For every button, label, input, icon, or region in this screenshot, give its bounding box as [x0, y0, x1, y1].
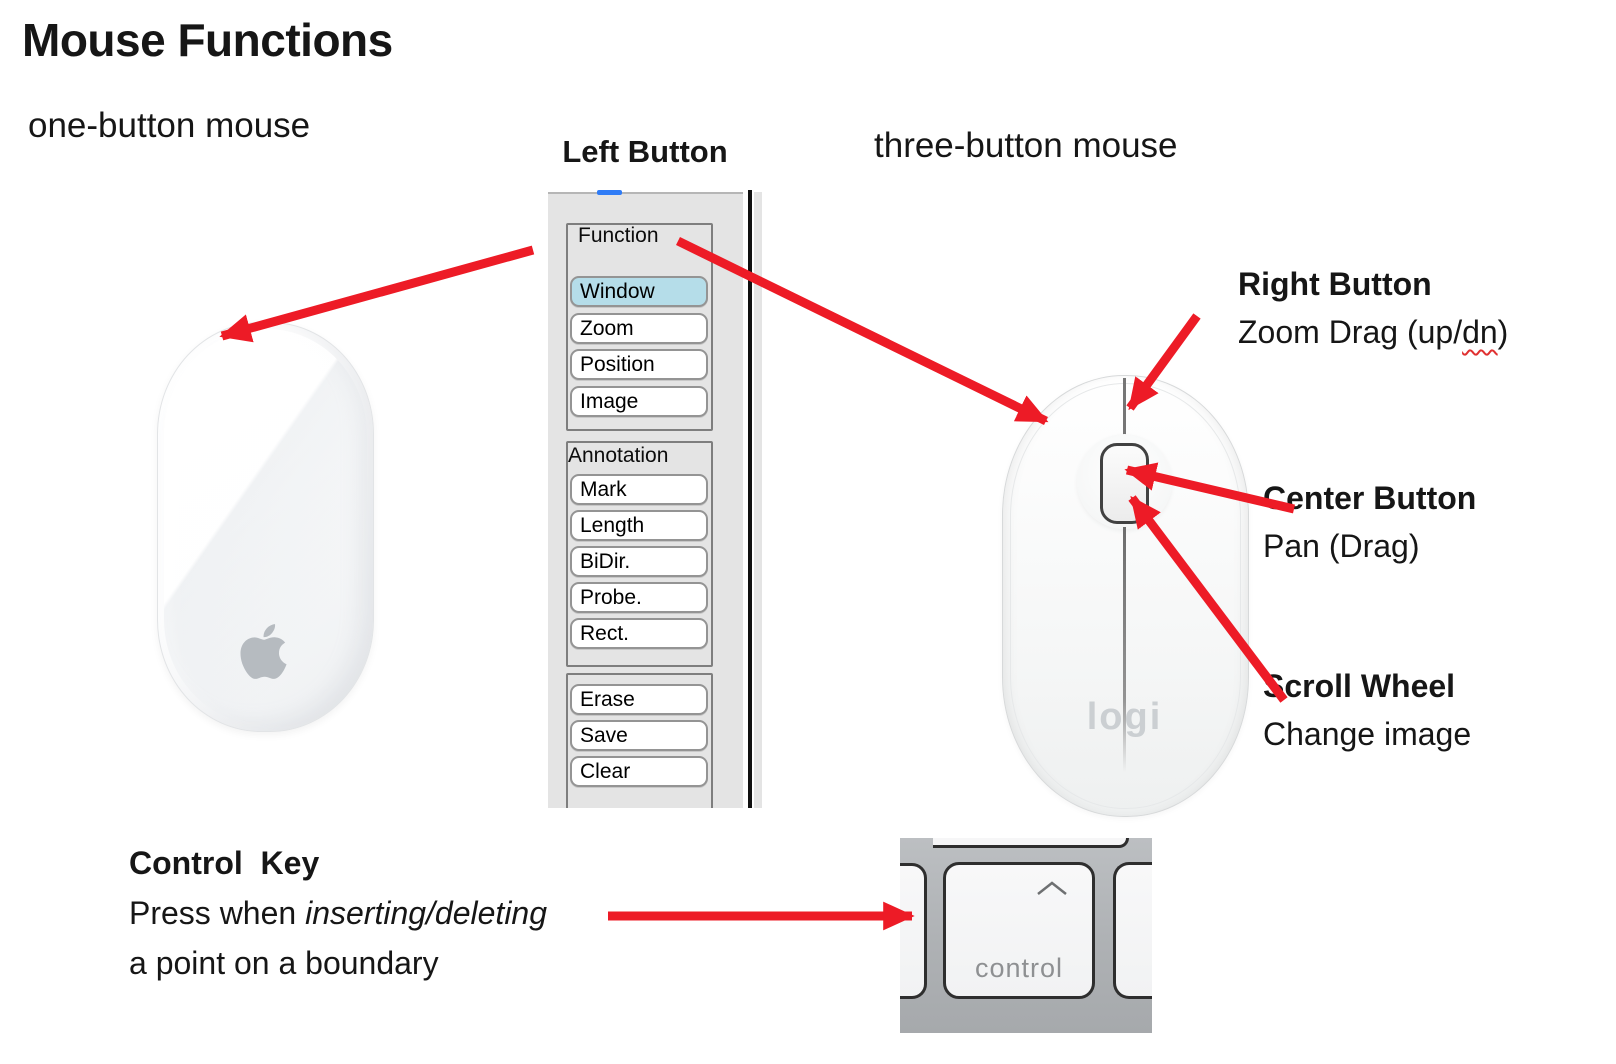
partial-key-above [933, 838, 1129, 848]
panel-button-save[interactable]: Save [570, 720, 708, 751]
panel-button-zoom[interactable]: Zoom [570, 313, 708, 344]
control-key-desc-line1: Press when inserting/deleting [129, 895, 548, 931]
center-button-desc: Pan (Drag) [1263, 528, 1420, 564]
annotation-groupbox [566, 441, 713, 667]
panel-button-position[interactable]: Position [570, 349, 708, 380]
scroll-wheel-callout: Scroll Wheel Change image [1263, 662, 1471, 758]
mouse-button-split-line [1123, 378, 1126, 436]
three-button-mouse-label: three-button mouse [874, 126, 1178, 165]
control-key-title: Control Key [129, 845, 320, 881]
function-panel: Function Annotation Window Zoom Position… [548, 192, 743, 808]
one-button-mouse-label: one-button mouse [28, 106, 311, 145]
panel-button-erase[interactable]: Erase [570, 684, 708, 715]
center-button-callout: Center Button Pan (Drag) [1263, 474, 1476, 570]
control-key-callout: Control Key Press when inserting/deletin… [129, 838, 547, 988]
panel-button-image[interactable]: Image [570, 386, 708, 417]
right-button-callout: Right Button Zoom Drag (up/dn) [1238, 260, 1508, 356]
scrollbar-thumb[interactable] [597, 190, 622, 195]
annotation-group-label: Annotation [568, 444, 669, 467]
left-button-label: Left Button [562, 134, 728, 169]
function-group-label: Function [578, 224, 659, 247]
panel-button-probe[interactable]: Probe. [570, 582, 708, 613]
control-key[interactable]: control [943, 862, 1095, 999]
partial-key-left [900, 863, 927, 999]
panel-button-bidir[interactable]: BiDir. [570, 546, 708, 577]
italic-phrase: inserting/deleting [305, 895, 548, 931]
window-divider-line [748, 190, 752, 808]
right-button-desc: Zoom Drag (up/dn) [1238, 314, 1509, 350]
panel-button-window[interactable]: Window [570, 276, 708, 307]
spellcheck-flagged-word: dn [1462, 314, 1498, 350]
scroll-wheel-desc: Change image [1263, 716, 1472, 752]
actions-groupbox [566, 673, 713, 808]
scroll-wheel[interactable] [1100, 443, 1149, 524]
mouse-lower-seam-line [1123, 527, 1126, 772]
panel-button-clear[interactable]: Clear [570, 756, 708, 787]
control-key-label: control [974, 953, 1064, 983]
panel-button-length[interactable]: Length [570, 510, 708, 541]
apple-logo-icon [240, 624, 287, 679]
scroll-wheel-title: Scroll Wheel [1263, 668, 1456, 704]
panel-button-mark[interactable]: Mark [570, 474, 708, 505]
page-title: Mouse Functions [22, 14, 393, 66]
caret-icon [1037, 881, 1067, 895]
partial-key-right [1113, 862, 1152, 999]
panel-edge-sliver [754, 192, 762, 808]
control-key-desc-line2: a point on a boundary [129, 945, 439, 981]
keyboard-image: control [900, 838, 1152, 1033]
logi-brand-logo: logi [1086, 696, 1163, 738]
center-button-title: Center Button [1263, 480, 1477, 516]
right-button-title: Right Button [1238, 266, 1432, 302]
panel-button-rect[interactable]: Rect. [570, 618, 708, 649]
